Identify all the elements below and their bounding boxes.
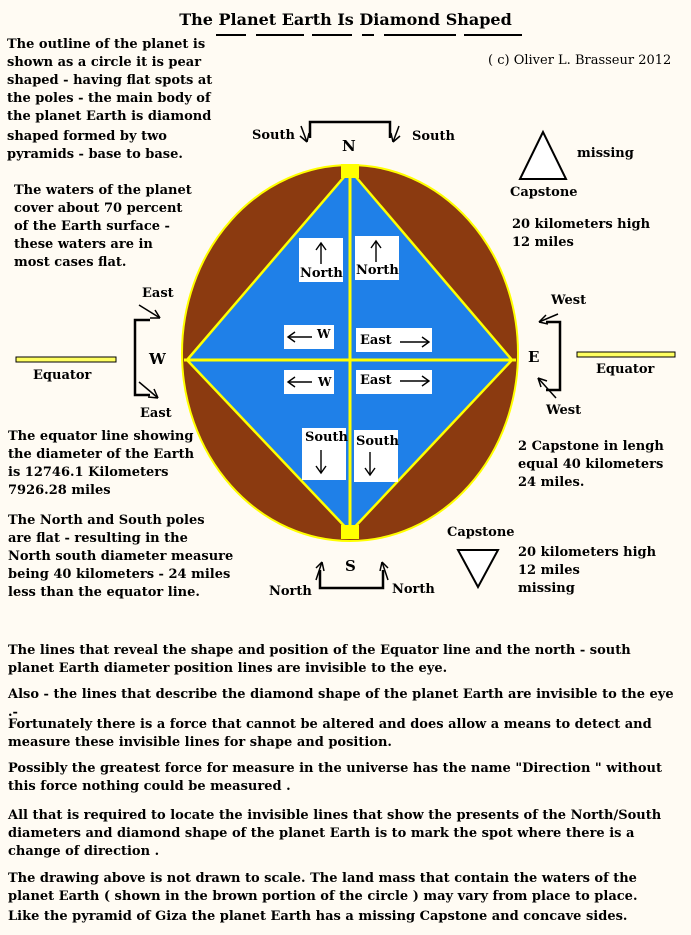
south-pole-flat	[341, 525, 359, 539]
label-north-2: North	[356, 263, 399, 278]
label-north-1: North	[300, 266, 343, 281]
east-bracket	[546, 320, 562, 392]
label-north-left: North	[269, 584, 312, 599]
note-line: less than the equator line.	[8, 585, 200, 600]
label-south-right: South	[412, 129, 455, 144]
note-capstone-length-2: equal 40 kilometers	[518, 457, 664, 472]
label-south-1: South	[305, 430, 348, 445]
label-n: N	[342, 137, 356, 155]
note-height-bottom-2: 12 miles	[518, 563, 580, 578]
label-east-top: East	[142, 286, 174, 301]
paragraph: Fortunately there is a force that cannot…	[8, 717, 652, 750]
label-equator-left: Equator	[33, 368, 92, 383]
note-height-top-1: 20 kilometers high	[512, 217, 651, 232]
page-title: The Planet Earth Is Diamond Shaped	[179, 10, 512, 29]
south-box-2	[354, 430, 398, 482]
note-line: cover about 70 percent	[14, 201, 183, 216]
paragraph: Like the pyramid of Giza the planet Eart…	[8, 909, 628, 924]
east-box-2	[356, 370, 432, 394]
paragraph: Possibly the greatest force for measure …	[8, 761, 662, 794]
label-capstone-top: Capstone	[510, 185, 578, 200]
label-east-2: East	[360, 373, 392, 388]
label-w-2: W	[318, 375, 332, 389]
west-bracket	[133, 318, 150, 397]
label-missing-top: missing	[577, 146, 634, 161]
equator-bar-right	[576, 351, 676, 358]
label-e: E	[528, 348, 540, 366]
note-line: The outline of the planet is	[7, 37, 206, 52]
label-west-bottom: West	[546, 403, 582, 418]
note-line: shaped - having flat spots at	[7, 73, 213, 88]
south-arrow-right	[390, 125, 401, 143]
north-pole-flat	[341, 164, 359, 178]
title-underline	[464, 34, 522, 36]
note-line: The waters of the planet	[14, 183, 192, 198]
note-line: shaped formed by two	[7, 129, 167, 144]
north-arrow-left	[315, 561, 325, 581]
label-east-1: East	[360, 333, 392, 348]
equator-bar-left	[15, 356, 117, 363]
title-underline	[362, 34, 374, 36]
note-line: is 12746.1 Kilometers	[8, 465, 169, 480]
east-box-1	[356, 328, 432, 352]
south-arrow-left	[299, 125, 310, 143]
east-arrow-bottom	[138, 381, 159, 399]
north-bracket	[308, 120, 392, 138]
note-line: the planet Earth is diamond	[7, 109, 212, 124]
title-underline	[312, 34, 352, 36]
note-line: are flat - resulting in the	[8, 531, 188, 546]
note-line: The North and South poles	[8, 513, 205, 528]
west-arrow-top	[538, 313, 559, 325]
copyright: ( c) Oliver L. Brasseur 2012	[488, 53, 672, 68]
note-line: North south diameter measure	[8, 549, 234, 564]
capstone-bottom-triangle	[456, 549, 500, 590]
note-capstone-length-1: 2 Capstone in lengh	[518, 439, 664, 454]
capstone-top-triangle	[518, 129, 568, 180]
label-north-right: North	[392, 582, 435, 597]
label-equator-right: Equator	[596, 362, 655, 377]
label-capstone-bottom: Capstone	[447, 525, 515, 540]
note-height-top-2: 12 miles	[512, 235, 574, 250]
paragraph: The drawing above is not drawn to scale.…	[8, 871, 638, 904]
label-s: S	[345, 557, 356, 575]
note-line: shown as a circle it is pear	[7, 55, 202, 70]
label-south-left: South	[252, 128, 295, 143]
note-line: 7926.28 miles	[8, 483, 111, 498]
north-arrow-right	[379, 561, 389, 581]
note-line: the diameter of the Earth	[8, 447, 195, 462]
south-box-1	[302, 428, 346, 480]
south-bracket	[318, 570, 385, 590]
note-line: being 40 kilometers - 24 miles	[8, 567, 231, 582]
title-underline	[256, 34, 304, 36]
note-height-bottom-1: 20 kilometers high	[518, 545, 657, 560]
paragraph: Also - the lines that describe the diamo…	[8, 687, 674, 720]
west-arrow-bottom	[537, 377, 557, 399]
label-east-bottom: East	[140, 406, 172, 421]
paragraph: The lines that reveal the shape and posi…	[8, 643, 631, 676]
note-line: pyramids - base to base.	[7, 147, 183, 162]
title-underline	[384, 34, 456, 36]
note-height-bottom-3: missing	[518, 581, 575, 596]
title-underline	[216, 34, 246, 36]
note-line: of the Earth surface -	[14, 219, 170, 234]
note-line: the poles - the main body of	[7, 91, 211, 106]
note-line: these waters are in	[14, 237, 153, 252]
label-west-top: West	[551, 293, 587, 308]
note-line: The equator line showing	[8, 429, 194, 444]
east-arrow-top	[138, 304, 161, 319]
label-w-1: W	[317, 327, 331, 341]
label-south-2: South	[356, 434, 399, 449]
label-w: W	[149, 350, 166, 368]
note-capstone-length-3: 24 miles.	[518, 475, 585, 490]
paragraph: All that is required to locate the invis…	[8, 808, 662, 859]
note-line: most cases flat.	[14, 255, 127, 270]
